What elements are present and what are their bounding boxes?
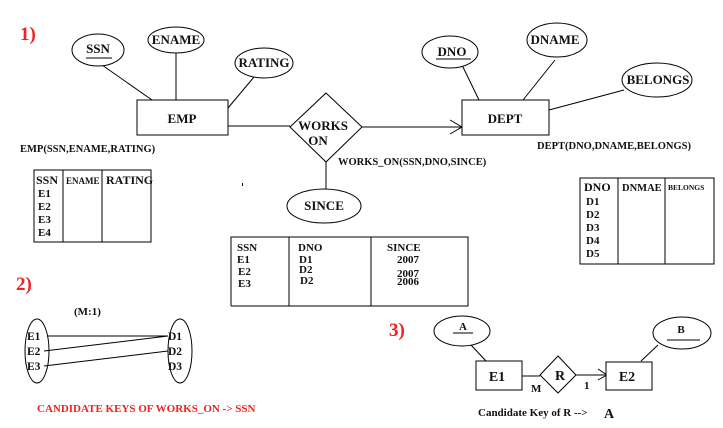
- works-cell: E3: [238, 278, 251, 290]
- emp-row: E2: [38, 201, 51, 213]
- works-cell: D2: [300, 275, 314, 287]
- set-e-item: E3: [27, 361, 41, 373]
- link-a-e1: [470, 344, 487, 362]
- section-label-3: 3): [389, 320, 405, 341]
- entity-e2[interactable]: [605, 361, 653, 391]
- dept-row: D5: [586, 248, 600, 260]
- attr-a-label: A: [459, 321, 467, 333]
- works-cell: 2007: [397, 254, 420, 266]
- stray-dot: [242, 183, 243, 186]
- entity-e1[interactable]: [475, 360, 523, 391]
- works-cell: 2007: [397, 268, 420, 280]
- attr-ename[interactable]: [147, 26, 205, 54]
- cardinality-1: 1: [584, 380, 590, 392]
- dept-row: D3: [586, 222, 600, 234]
- emp-header-ssn: SSN: [36, 173, 58, 187]
- entity-emp[interactable]: [136, 99, 229, 136]
- entity-emp-label: EMP: [168, 111, 197, 126]
- set-d-item: D3: [168, 361, 182, 373]
- works-header-dno: DNO: [298, 242, 323, 254]
- schema-works-on: WORKS_ON(SSN,DNO,SINCE): [338, 157, 487, 168]
- works-cell: D1: [299, 254, 312, 266]
- set-e-item: E2: [27, 346, 41, 358]
- dept-table-border: [579, 177, 715, 265]
- mapping-diagram: (M:1) E1 E2 E3 D1 D2 D3 CANDIDATE KEYS O…: [24, 306, 256, 415]
- attr-since[interactable]: [286, 188, 362, 224]
- section-label-2: 2): [16, 274, 32, 295]
- attr-rating-label: RATING: [238, 55, 289, 70]
- schema-emp: EMP(SSN,ENAME,RATING): [20, 144, 156, 155]
- dept-header-dname: DNMAE: [622, 183, 662, 194]
- attr-b[interactable]: [652, 316, 712, 350]
- works-header-ssn: SSN: [237, 242, 257, 254]
- set-d-item: D2: [168, 346, 182, 358]
- entity-dept[interactable]: [461, 99, 550, 136]
- mapping-link-e3-d2: [43, 350, 169, 367]
- link-belongs-dept: [548, 89, 625, 111]
- emp-row: E1: [38, 188, 51, 200]
- dept-row: D1: [586, 196, 599, 208]
- cardinality-ratio: (M:1): [74, 306, 101, 318]
- dept-row: D2: [586, 209, 600, 221]
- schema-dept: DEPT(DNO,DNAME,BELONGS): [537, 141, 692, 152]
- relationship-works-on[interactable]: [289, 92, 363, 163]
- relationship-r[interactable]: [539, 355, 577, 394]
- attr-a[interactable]: [433, 315, 491, 347]
- set-e-ellipse: [24, 318, 50, 384]
- dept-header-dno: DNO: [584, 180, 611, 194]
- emp-header-rating: RATING: [106, 173, 153, 187]
- attr-since-label: SINCE: [304, 198, 344, 213]
- candidate-key-r-caption: Candidate Key of R -->: [478, 407, 588, 419]
- entity-e1-label: E1: [489, 370, 505, 385]
- candidate-key-r-value: A: [604, 407, 615, 422]
- er-diagram-1: EMP DEPT WORKS ON SSN ENAME RATING DNO D…: [20, 22, 693, 224]
- relationship-label-line1: WORKS: [298, 118, 348, 133]
- dept-row: D4: [586, 235, 600, 247]
- attr-ssn-label: SSN: [86, 41, 110, 56]
- entity-dept-label: DEPT: [488, 111, 523, 126]
- emp-table-border: [33, 169, 152, 243]
- set-e-item: E1: [27, 331, 41, 343]
- attr-dname-label: DNAME: [530, 32, 579, 47]
- link-b-e2: [640, 344, 659, 362]
- relationship-label-line2: ON: [308, 133, 328, 148]
- entity-e2-label: E2: [619, 370, 635, 385]
- attr-rating[interactable]: [234, 47, 294, 79]
- works-on-table: SSN DNO SINCE E1 D1 2007 E2 D2 2007 E3 D…: [230, 236, 469, 307]
- relationship-r-label: R: [555, 369, 566, 384]
- emp-row: E3: [38, 214, 51, 226]
- emp-table: SSN ENAME RATING E1 E2 E3 E4: [33, 169, 153, 243]
- emp-header-ename: ENAME: [66, 176, 100, 186]
- attr-b-label: B: [677, 324, 685, 336]
- works-cell: D2: [299, 264, 313, 276]
- works-cell: E1: [237, 254, 250, 266]
- link-dno-dept: [461, 64, 480, 101]
- link-dname-dept: [522, 59, 556, 101]
- emp-row: E4: [38, 227, 51, 239]
- er-diagram-3: A B E1 E2 R M 1 Candidate Key of R --> A: [433, 315, 712, 422]
- link-ssn-emp: [101, 64, 153, 101]
- works-cell: E2: [238, 266, 251, 278]
- attr-dname[interactable]: [526, 22, 588, 58]
- dept-table: DNO DNMAE BELONGS D1 D2 D3 D4 D5: [579, 177, 715, 265]
- attr-dno[interactable]: [421, 35, 479, 69]
- mapping-link-e2-d1: [43, 335, 169, 352]
- candidate-key-caption: CANDIDATE KEYS OF WORKS_ON -> SSN: [37, 403, 256, 415]
- works-header-since: SINCE: [387, 242, 421, 254]
- section-label-1: 1): [20, 24, 36, 45]
- attr-belongs[interactable]: [621, 62, 693, 98]
- cardinality-m: M: [531, 383, 542, 395]
- dept-header-belongs: BELONGS: [668, 183, 704, 192]
- set-d-item: D1: [168, 331, 182, 343]
- works-cell: 2006: [397, 276, 420, 288]
- works-table-border: [230, 236, 469, 307]
- link-rating-emp: [227, 76, 255, 109]
- attr-belongs-label: BELONGS: [627, 72, 690, 87]
- attr-ename-label: ENAME: [152, 32, 200, 47]
- attr-dno-label: DNO: [438, 44, 467, 59]
